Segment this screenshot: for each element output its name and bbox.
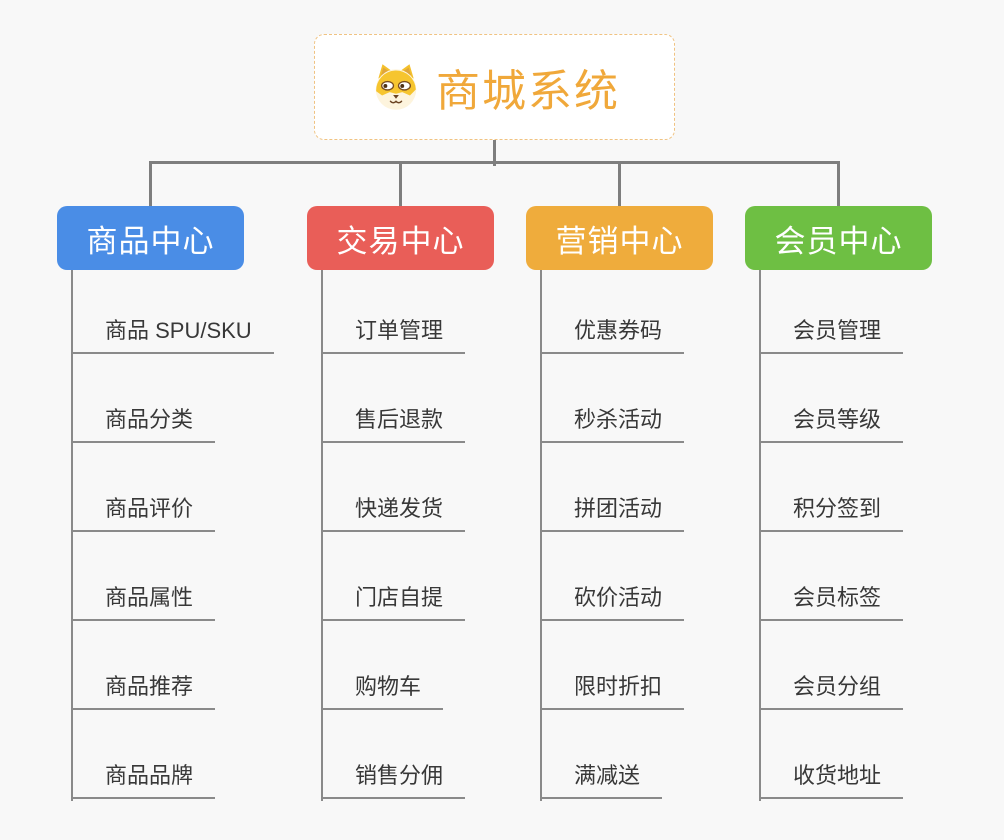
leaf-node-goods-3[interactable]: 商品评价 xyxy=(71,494,216,532)
leaf-node-member-2[interactable]: 会员等级 xyxy=(759,405,904,443)
branch-spine-marketing xyxy=(540,270,542,801)
leaf-node-marketing-5[interactable]: 限时折扣 xyxy=(540,672,685,710)
leaf-node-goods-2[interactable]: 商品分类 xyxy=(71,405,216,443)
leaf-node-trade-3[interactable]: 快递发货 xyxy=(321,494,466,532)
leaf-node-member-5[interactable]: 会员分组 xyxy=(759,672,904,710)
leaf-node-goods-1[interactable]: 商品 SPU/SKU xyxy=(71,316,274,354)
leaf-node-marketing-2[interactable]: 秒杀活动 xyxy=(540,405,685,443)
leaf-node-goods-4[interactable]: 商品属性 xyxy=(71,583,216,621)
leaf-node-member-4[interactable]: 会员标签 xyxy=(759,583,904,621)
leaf-node-trade-6[interactable]: 销售分佣 xyxy=(321,761,466,799)
root-node[interactable]: 商城系统 xyxy=(314,34,675,140)
connector-drop-2 xyxy=(399,161,402,206)
branch-spine-trade xyxy=(321,270,323,801)
branch-header-trade[interactable]: 交易中心 xyxy=(307,206,494,270)
leaf-node-trade-4[interactable]: 门店自提 xyxy=(321,583,466,621)
connector-horizontal xyxy=(149,161,840,164)
leaf-node-marketing-4[interactable]: 砍价活动 xyxy=(540,583,685,621)
branch-spine-goods xyxy=(71,270,73,801)
branch-header-member[interactable]: 会员中心 xyxy=(745,206,932,270)
branch-header-label: 营销中心 xyxy=(555,223,684,259)
leaf-node-trade-5[interactable]: 购物车 xyxy=(321,672,444,710)
connector-drop-1 xyxy=(149,161,152,206)
branch-header-goods[interactable]: 商品中心 xyxy=(57,206,244,270)
shiba-dog-face-icon xyxy=(369,60,423,114)
leaf-node-member-3[interactable]: 积分签到 xyxy=(759,494,904,532)
leaf-node-marketing-1[interactable]: 优惠券码 xyxy=(540,316,685,354)
leaf-node-marketing-3[interactable]: 拼团活动 xyxy=(540,494,685,532)
connector-drop-4 xyxy=(837,161,840,206)
leaf-node-trade-1[interactable]: 订单管理 xyxy=(321,316,466,354)
leaf-node-goods-6[interactable]: 商品品牌 xyxy=(71,761,216,799)
branch-header-label: 交易中心 xyxy=(336,223,465,259)
leaf-node-member-6[interactable]: 收货地址 xyxy=(759,761,904,799)
root-title: 商城系统 xyxy=(436,67,620,116)
leaf-node-trade-2[interactable]: 售后退款 xyxy=(321,405,466,443)
leaf-node-marketing-6[interactable]: 满减送 xyxy=(540,761,663,799)
branch-header-label: 会员中心 xyxy=(774,223,903,259)
branch-spine-member xyxy=(759,270,761,801)
branch-header-label: 商品中心 xyxy=(86,223,215,259)
connector-root-stub xyxy=(493,140,496,166)
leaf-node-goods-5[interactable]: 商品推荐 xyxy=(71,672,216,710)
connector-drop-3 xyxy=(618,161,621,206)
branch-header-marketing[interactable]: 营销中心 xyxy=(526,206,713,270)
leaf-node-member-1[interactable]: 会员管理 xyxy=(759,316,904,354)
